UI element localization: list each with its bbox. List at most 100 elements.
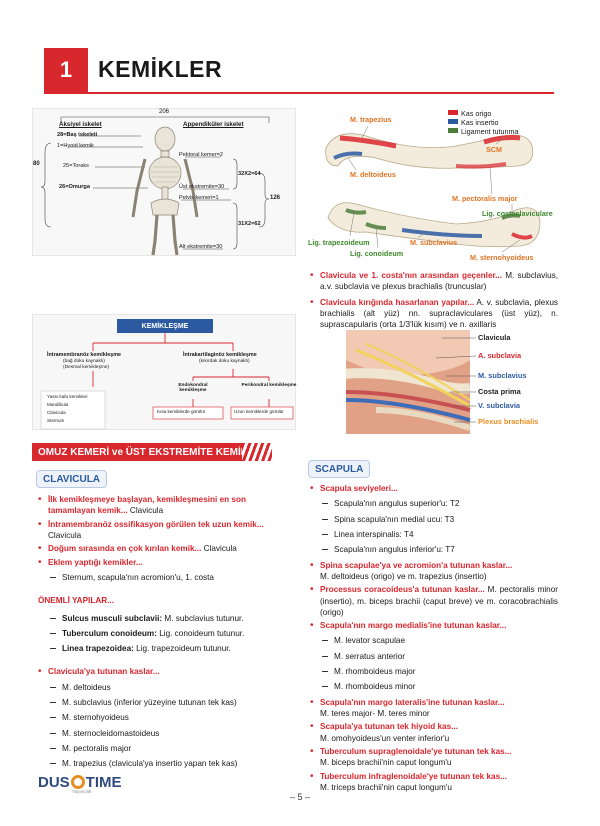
ossification-arrows [40, 333, 294, 430]
level-item: Scapula'nın angulus inferior'u: T7 [308, 544, 558, 555]
label-subclavius: M. subclavius [410, 238, 458, 247]
bullet-fracture: Clavicula kırığında hasarlanan yapılar..… [308, 296, 558, 331]
label-costaclaviculare: Lig. costaclaviculare [482, 209, 553, 218]
level-item: Spina scapula'nın medial ucu: T3 [308, 514, 558, 525]
level-item: Scapula'nın angulus superior'u: T2 [308, 498, 558, 509]
bullet-coracoid: Processus coracoideus'a tutunan kaslar..… [308, 583, 558, 618]
intramembranous-item-2: Mandibula [47, 402, 69, 407]
intracartilaginous-head: İntrakartilaginöz kemikleşme [183, 352, 257, 358]
axial-header: Aksiyel iskelet [59, 121, 102, 128]
ossification-diagram: KEMİKLEŞME İntramembranöz kemikleşme (ba… [32, 314, 296, 430]
bullet-margo-lateralis: Scapula'nın margo lateralis'ine tutunan … [308, 696, 558, 720]
legend-insertio: Kas insertio [461, 118, 499, 127]
struct-tuberculum: Tuberculum conoideum: Lig. conoideum tut… [36, 628, 292, 639]
intramembranous-item-3: Clavicula [47, 410, 66, 415]
legend-ligament: Ligament tutunma [461, 127, 519, 136]
muscle-item: M. deltoideus [36, 682, 292, 693]
ossification-title: KEMİKLEŞME [117, 319, 213, 333]
medialis-item: M. serratus anterior [308, 651, 558, 662]
bullet-passing: Clavicula ve 1. costa'nın arasından geçe… [308, 269, 558, 293]
intramembranous-item-4: Sternum [47, 418, 65, 423]
bullet-margo-medialis: Scapula'nın margo medialis'ine tutunan k… [308, 619, 558, 633]
endochondral-head: Endokondral kemikleşme [178, 383, 208, 393]
label-deltoideus: M. deltoideus [350, 170, 396, 179]
axial-total: 80 [33, 161, 40, 167]
bullet-intramembranous: İntramembranöz ossifikasyon görülen tek … [36, 518, 292, 542]
upper-limb-label: Üst ekstremite=30 [179, 184, 225, 190]
onemli-heading: ÖNEMLİ YAPILAR... [38, 596, 114, 606]
muscle-item: M. trapezius (clavicula'ya insertio yapa… [36, 758, 292, 769]
pelvis-label: Pelvis kemeri=1 [179, 195, 219, 201]
label-sternohyoideus: M. sternohyoideus [470, 253, 534, 262]
appendicular-total: 126 [270, 195, 281, 201]
plexus-label-costa: Costa prima [478, 387, 521, 396]
muscle-item: M. pectoralis major [36, 743, 292, 754]
page-number: – 5 – [289, 792, 311, 802]
legend-swatch-origo [448, 110, 458, 115]
label-trapezoideum: Lig. trapezoideum [308, 238, 370, 247]
upper-calc: 32X2=64 [238, 171, 261, 177]
skeleton-drawing [40, 116, 270, 256]
clock-icon [70, 775, 85, 789]
clavicle-drawing [325, 110, 541, 253]
plexus-label-plexus: Plexus brachialis [478, 417, 539, 426]
clavicula-bullets: İlk kemikleşmeye başlayan, kemikleşmesin… [36, 493, 292, 774]
struct-linea: Linea trapezoidea: Lig. trapezoideum tut… [36, 643, 292, 654]
axial-thorax-label: 25=Toraks [63, 163, 89, 169]
appendicular-header: Appendiküler iskelet [183, 121, 244, 128]
perichondral-box: Uzun kemiklerde görülür [234, 409, 284, 414]
muscle-item: M. subclavius (inferior yüzeyine tutunan… [36, 697, 292, 708]
intramembranous-sub: (bağ doku kaynaklı) [63, 359, 105, 364]
plexus-label-v-subclavia: V. subclavia [478, 401, 521, 410]
bullet-birth-fracture: Doğum sırasında en çok kırılan kemik... … [36, 542, 292, 556]
bullet-muscles: Clavicula'ya tutunan kaslar... [36, 665, 292, 679]
muscle-item: M. sternohyoideus [36, 712, 292, 723]
medialis-item: M. rhomboideus minor [308, 681, 558, 692]
section-title: OMUZ KEMERİ ve ÜST EKSTREMİTE KEMİKLERİ [32, 443, 272, 461]
perichondral-head: Perikondral kemikleşme [241, 383, 297, 388]
lower-limb-label: Alt ekstremite=30 [179, 244, 223, 250]
pectoral-label: Pektoral kemer=2 [179, 152, 223, 158]
legend-swatch-insertio [448, 119, 458, 124]
bullet-first-ossify: İlk kemikleşmeye başlayan, kemikleşmesin… [36, 493, 292, 517]
label-conoideum: Lig. conoideum [350, 249, 404, 258]
plexus-label-m-subclavius: M. subclavius [478, 371, 527, 380]
legend-origo: Kas origo [461, 109, 492, 118]
struct-sulcus: Sulcus musculi subclavii: M. subclavius … [36, 613, 292, 624]
bullet-scapula-levels: Scapula seviyeleri... [308, 482, 558, 496]
bullet-hyoid: Scapula'ya tutunan tek hiyoid kas...M. o… [308, 720, 558, 744]
endochondral-box: Kısa kemiklerde görülür [157, 409, 206, 414]
axial-spine-label: 26=Omurga [59, 184, 90, 190]
legend-swatch-ligament [448, 128, 458, 133]
axial-hyoid-label: 1=Hyoid kemik [57, 143, 94, 149]
medialis-item: M. levator scapulae [308, 635, 558, 646]
plexus-figure: Clavicula A. subclavia M. subclavius Cos… [341, 330, 558, 434]
label-pectoralis: M. pectoralis major [452, 194, 518, 203]
bullet-infraglenoid: Tuberculum infraglenoidale'ye tutunan te… [308, 770, 558, 794]
intramembranous-head: İntramembranöz kemikleşme [47, 352, 122, 358]
bullet-supraglenoid: Tuberculum supraglenoidale'ye tutunan te… [308, 745, 558, 769]
clavicula-passing-bullets: Clavicula ve 1. costa'nın arasından geçe… [308, 269, 558, 333]
intramembranous-item-1: Yassı kafa kemikleri [47, 394, 88, 399]
chapter-number: 1 [44, 48, 88, 92]
scapula-title: SCAPULA [308, 460, 371, 478]
chapter-title: KEMİKLER [98, 56, 223, 82]
plexus-label-clavicula: Clavicula [478, 333, 511, 342]
skeleton-total: 206 [159, 109, 170, 115]
lower-calc: 31X2=62 [238, 221, 261, 227]
label-scm: SCM [486, 145, 502, 154]
clavicula-title: CLAVICULA [36, 470, 108, 488]
plexus-drawing [341, 330, 477, 434]
joints-sub: Sternum, scapula'nın acromion'u, 1. cost… [36, 572, 292, 583]
clavicle-figure: Kas origo Kas insertio Ligament tutunma … [306, 106, 556, 266]
skeleton-figure: 206 Aksiyel iskelet Appendiküler iskelet… [32, 108, 296, 256]
scapula-bullets: Scapula seviyeleri... Scapula'nın angulu… [308, 482, 558, 795]
muscle-item: M. sternocleidomastoideus [36, 728, 292, 739]
axial-head-label: 28=Baş iskeleti [57, 132, 98, 138]
bullet-spina: Spina scapulae'ya ve acromion'a tutunan … [308, 559, 558, 583]
intracartilaginous-sub: (kıkırdak doku kaynaklı) [199, 359, 250, 364]
intramembranous-sub2: (Desmal kemikleşme) [63, 365, 110, 370]
level-item: Linea interspinalis: T4 [308, 529, 558, 540]
label-trapezius: M. trapezius [350, 115, 392, 124]
